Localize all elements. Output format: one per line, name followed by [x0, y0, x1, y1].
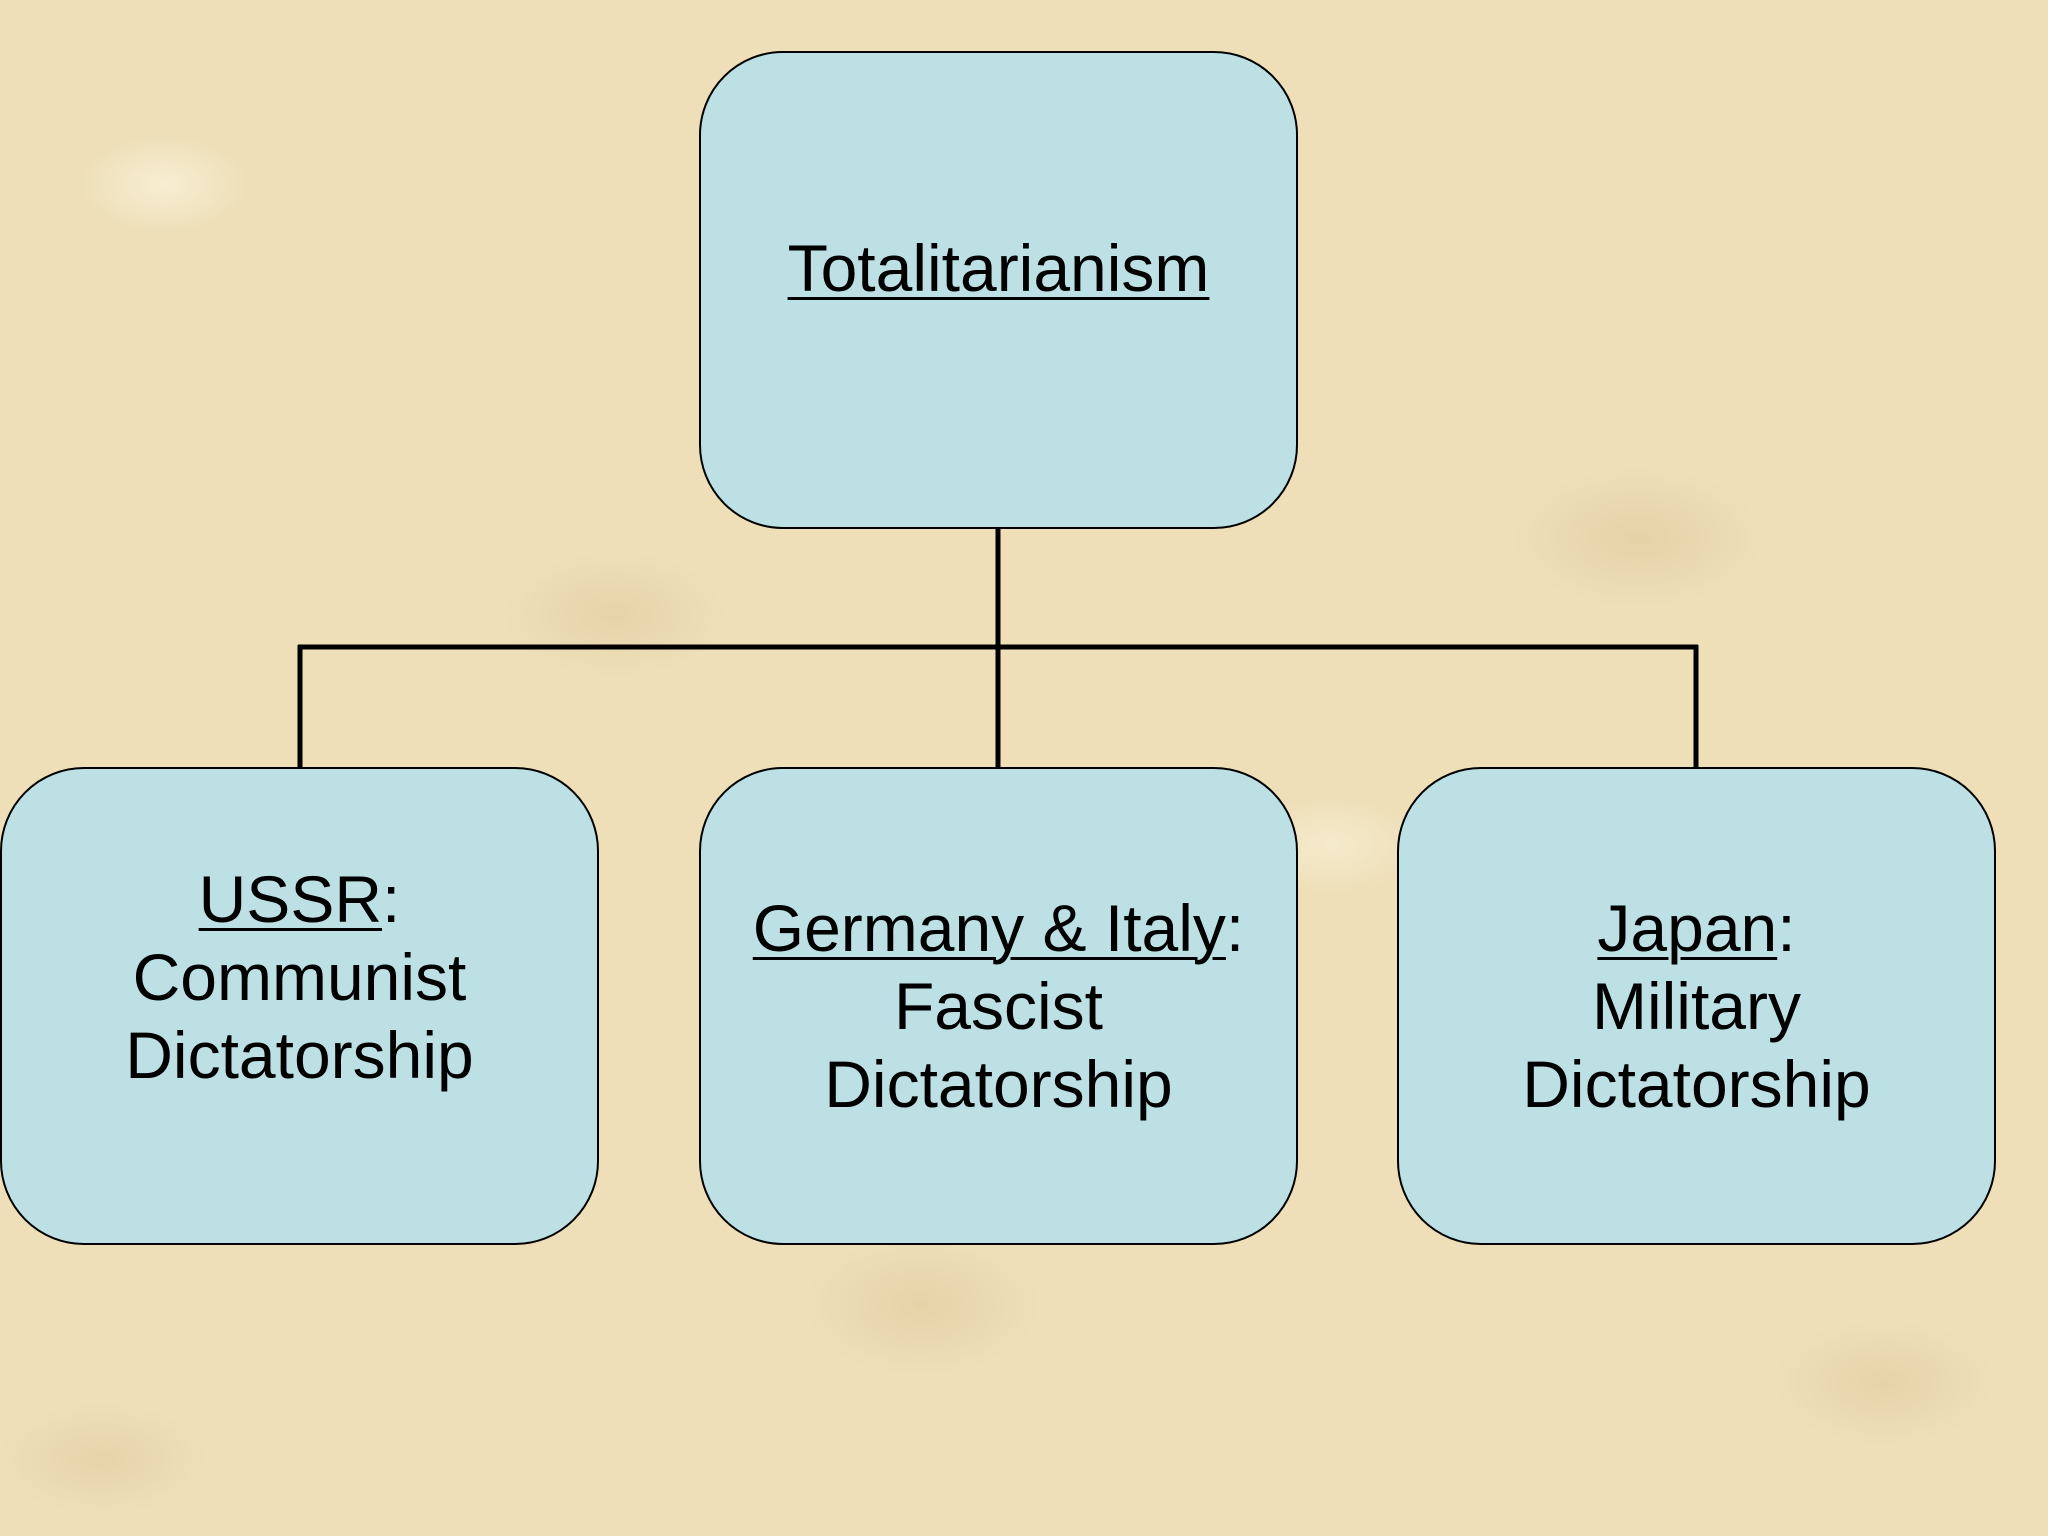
node-ussr: USSR: Communist Dictatorship [0, 767, 599, 1245]
node-japan-desc-line-2: Dictatorship [1522, 1047, 1871, 1121]
node-germany-separator: : [1225, 891, 1245, 965]
node-japan-separator: : [1777, 891, 1796, 965]
node-japan-desc-line-1: Military [1592, 969, 1801, 1043]
node-germany-name: Germany & Italy [752, 891, 1226, 965]
node-japan: Japan: Military Dictatorship [1397, 767, 1996, 1245]
node-germany-italy: Germany & Italy: Fascist Dictatorship [699, 767, 1298, 1245]
node-germany-desc-line-1: Fascist [893, 969, 1104, 1043]
node-totalitarianism: Totalitarianism [699, 51, 1298, 529]
node-ussr-name: USSR [198, 862, 383, 936]
node-germany-desc-line-2: Dictatorship [824, 1047, 1173, 1121]
node-ussr-title: USSR: [125, 860, 473, 938]
node-root-label: Totalitarianism [787, 231, 1210, 305]
node-japan-name: Japan [1597, 891, 1778, 965]
node-japan-title: Japan: [1522, 889, 1870, 967]
node-ussr-desc-line-1: Communist [132, 940, 467, 1014]
node-ussr-separator: : [382, 862, 401, 936]
node-germany-title: Germany & Italy: [753, 889, 1245, 967]
node-ussr-desc-line-2: Dictatorship [125, 1018, 474, 1092]
